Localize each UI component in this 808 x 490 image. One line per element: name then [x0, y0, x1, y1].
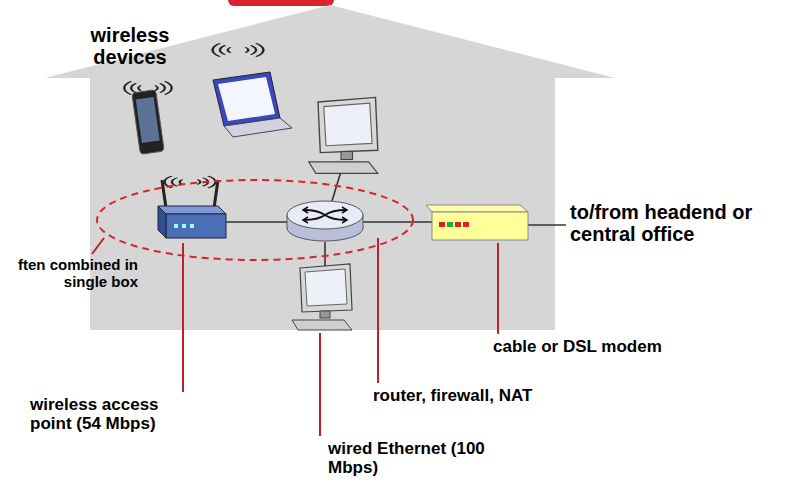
- desktop-computer: [292, 264, 352, 330]
- desktop-computer: [309, 97, 378, 173]
- access-point-icon: [158, 180, 226, 238]
- callout-note: ften combined in single box: [3, 257, 138, 290]
- network-wires: [225, 168, 566, 266]
- device-label: router, firewall, NAT: [373, 387, 593, 406]
- connection-label: to/from headend or central office: [570, 201, 800, 245]
- modem-icon: [426, 205, 528, 240]
- radio-waves: [213, 43, 264, 56]
- router-icon: [287, 201, 363, 241]
- device-label: cable or DSL modem: [493, 338, 693, 357]
- device-label: wireless access point (54 Mbps): [30, 396, 195, 433]
- group-label: wireless devices: [70, 24, 190, 68]
- phone-icon: [132, 90, 164, 155]
- radio-waves: [124, 81, 171, 94]
- combined-box-outline: [97, 180, 413, 260]
- laptop-icon: [213, 72, 292, 137]
- device-label: wired Ethernet (100 Mbps): [328, 440, 518, 477]
- title-bar: [228, 0, 334, 6]
